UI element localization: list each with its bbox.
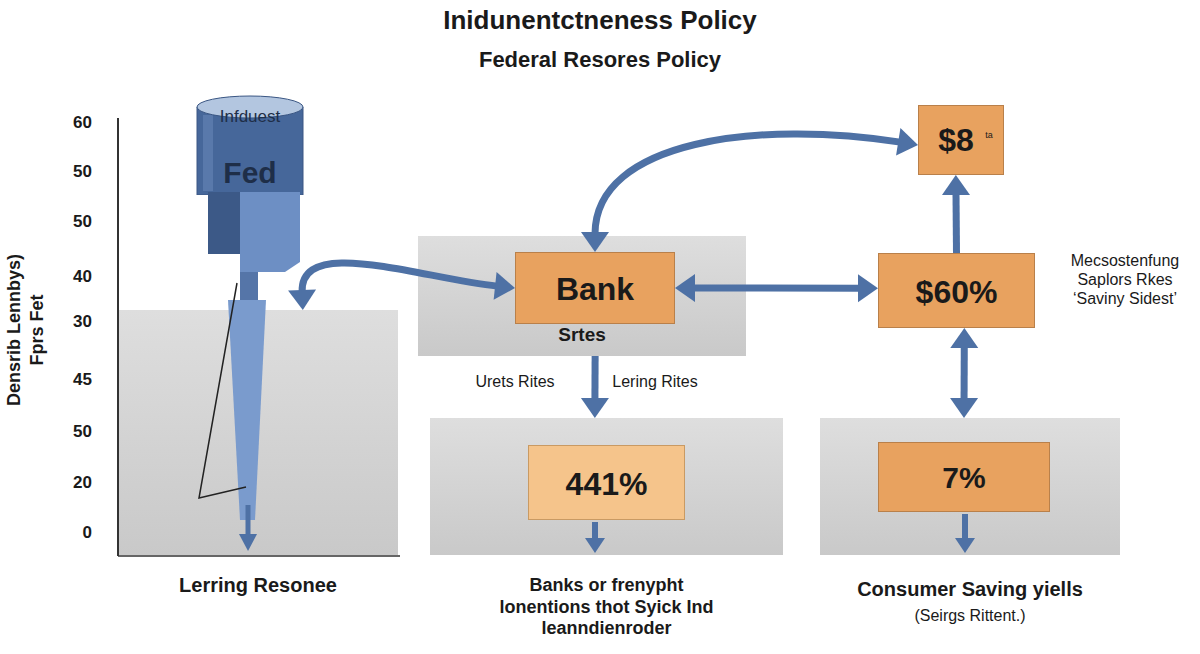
y-axis: [117, 118, 119, 556]
text-label: Urets Rites: [475, 372, 554, 391]
fed-block: [208, 192, 265, 254]
value-box: $8ta: [918, 105, 1004, 175]
arrow-head: [950, 398, 978, 418]
node-text: $60%: [879, 273, 1034, 311]
connector-line: [693, 285, 860, 292]
gray-panel: Consumer Saving yiells(Seirgs Rittent.)7…: [820, 418, 1120, 555]
down-arrow-head: [585, 538, 605, 553]
cylinder-highlight: [203, 115, 213, 191]
gray-panel: Banks or frenypht lonentions thot Syick …: [430, 418, 783, 555]
arrow-head: [942, 175, 970, 195]
connector-arrow: [581, 356, 609, 418]
node-text: Fed: [195, 155, 305, 191]
node-text: Banks or frenypht lonentions thot Syick …: [499, 575, 714, 640]
axis-tick: 40: [73, 267, 92, 287]
process-box: Bank: [515, 252, 675, 324]
fed-block-light: [240, 192, 300, 272]
node-text: Consumer Saving yiells: [820, 577, 1120, 601]
node-text: Bank: [516, 270, 674, 308]
connector-line: [595, 134, 900, 234]
axis-tick: 45: [73, 370, 92, 390]
connector-line: [591, 356, 598, 400]
axis-tick: 0: [83, 523, 92, 543]
arrow-head: [858, 274, 878, 302]
fed-funnel: [228, 300, 266, 520]
value-box: 7%: [878, 442, 1050, 512]
fed-arrow-shaft: [246, 505, 251, 536]
connector-arrow: [950, 328, 978, 418]
arrow-head: [675, 274, 695, 302]
connector-line: [961, 346, 968, 400]
node-text: (Seirgs Rittent.): [820, 606, 1120, 625]
axis-tick: 50: [73, 422, 92, 442]
arrow-head: [950, 328, 978, 348]
fed-arrow-head: [239, 534, 257, 551]
gray-panel: Lerring Resonee: [118, 310, 398, 555]
axis-tick: 20: [73, 473, 92, 493]
connector-line: [952, 193, 960, 253]
connector-arrow: [675, 274, 878, 302]
down-arrow-shaft: [962, 514, 968, 540]
node-text: Srtes: [418, 324, 746, 347]
node-text: Lerring Resonee: [118, 573, 398, 597]
diagram-title: Inidunentctneness Policy: [443, 5, 757, 36]
connector-arrow: [942, 175, 970, 253]
connector-arrow: [581, 128, 918, 252]
connector-arrow: [288, 263, 515, 310]
text-label: Densrib Lennbys): [4, 254, 26, 406]
axis-tick: 50: [73, 212, 92, 232]
leader-line: [199, 283, 246, 498]
arrow-head: [581, 232, 609, 252]
arrow-head: [494, 272, 515, 300]
text-label: Mecsostenfung Saplors Rkes ‘Saviny Sides…: [1050, 251, 1200, 309]
value-box: 441%: [528, 445, 685, 520]
connector-line: [302, 263, 497, 292]
axis-tick: 30: [73, 312, 92, 332]
node-text: ta: [981, 130, 997, 141]
text-label: Federal Resores Policy: [479, 47, 721, 73]
text-label: Lering Rites: [612, 372, 697, 391]
node-text: 7%: [879, 460, 1049, 496]
down-arrow-head: [955, 538, 975, 553]
down-arrow-shaft: [592, 522, 598, 540]
fed-cylinder: InfduestFed: [195, 95, 305, 195]
arrow-head: [581, 398, 609, 418]
x-axis: [118, 555, 400, 557]
text-label: Fprs Fet: [27, 294, 49, 365]
arrow-head: [896, 128, 918, 156]
arrow-head: [288, 289, 316, 310]
axis-tick: 60: [73, 113, 92, 133]
value-box: $60%: [878, 253, 1035, 328]
axis-tick: 50: [73, 162, 92, 182]
fed-stem: [240, 272, 258, 302]
node-text: 441%: [529, 465, 684, 503]
gray-panel: Srtes Bank: [418, 236, 746, 356]
node-text: $8: [919, 121, 993, 159]
node-text: Infduest: [195, 107, 305, 127]
